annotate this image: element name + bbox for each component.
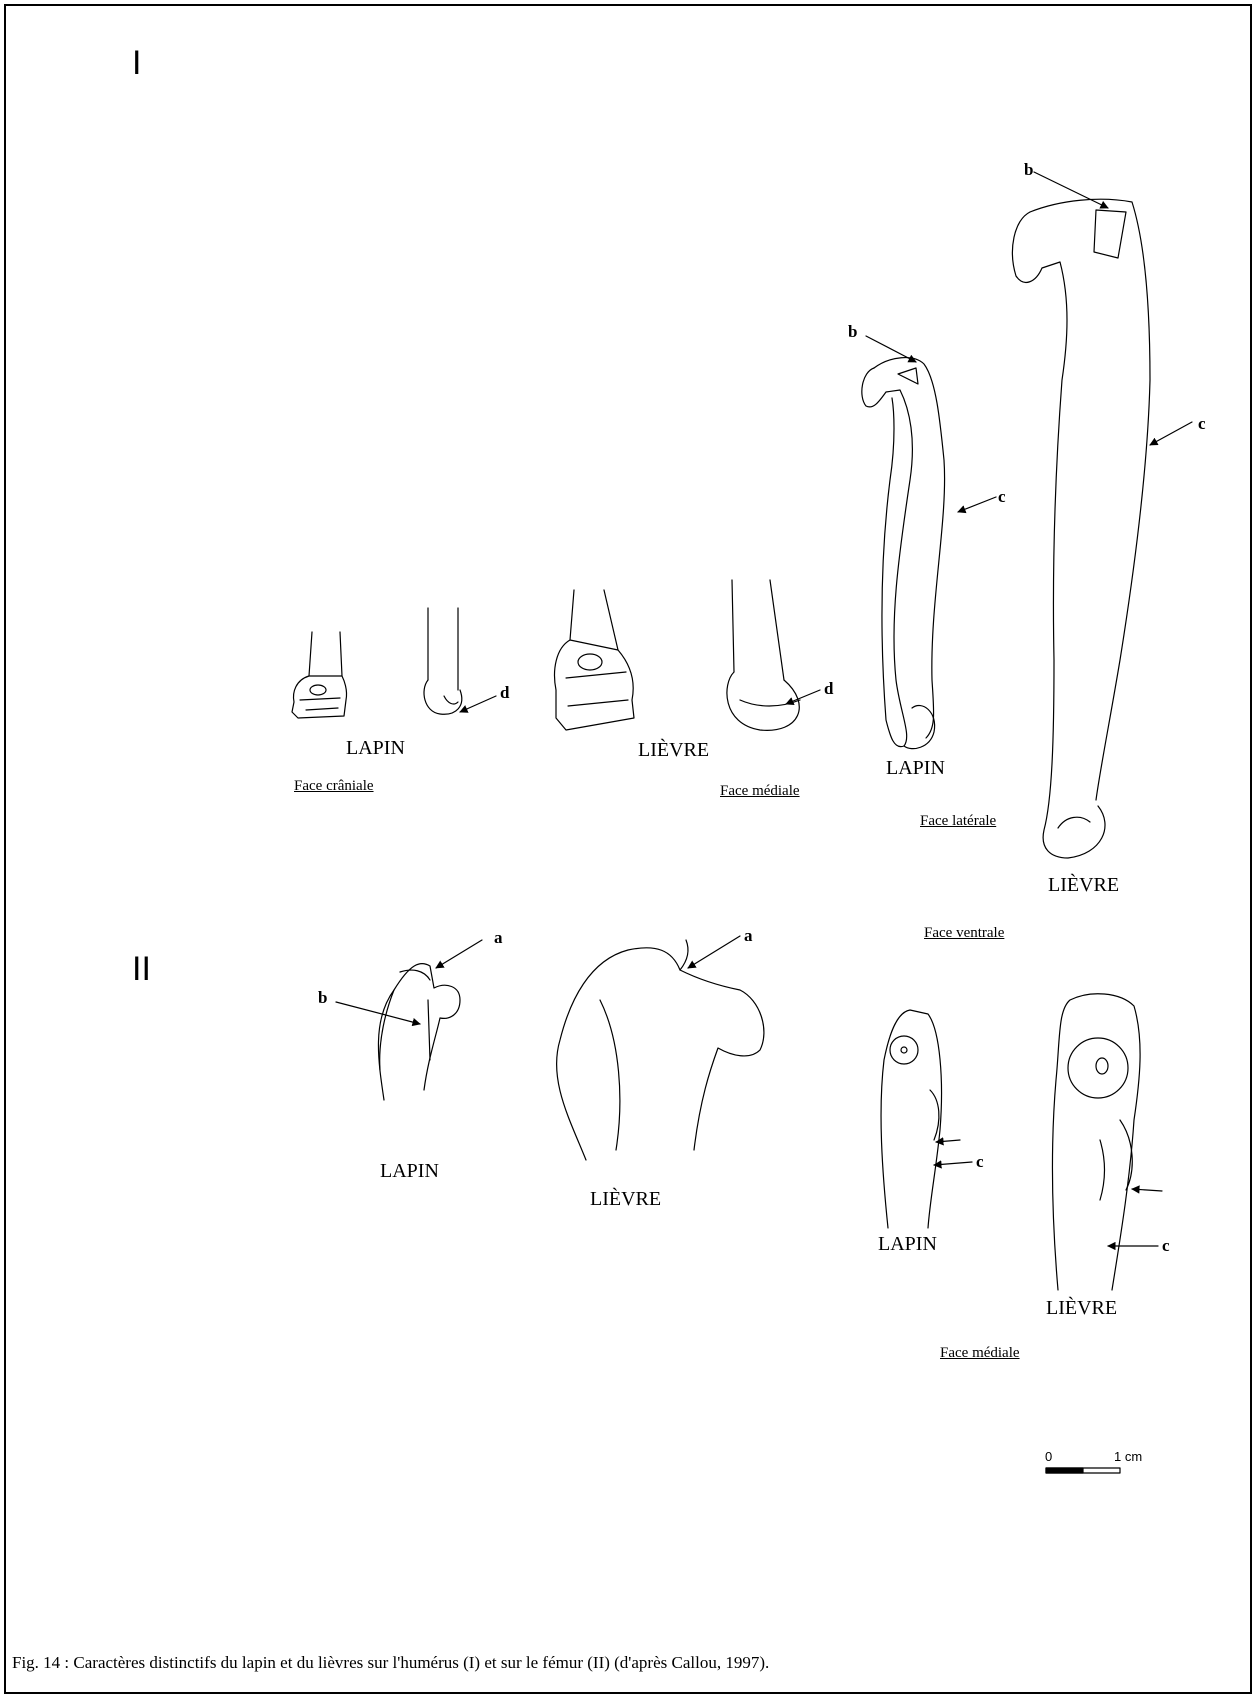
humerus-lievre-cranial-drawing (555, 590, 634, 730)
marker-a-lievre-femur: a (744, 926, 753, 946)
marker-b-lievre-humerus: b (1024, 160, 1033, 180)
marker-c-lievre-femur: c (1162, 1236, 1170, 1256)
label-humerus-lapin-lateral: LAPIN (886, 757, 945, 780)
humerus-lapin-lateral-drawing (862, 336, 996, 749)
humerus-lievre-ventral-drawing (1012, 172, 1192, 858)
label-femur-lievre-medial: LIÈVRE (1046, 1297, 1117, 1320)
figure-caption: Fig. 14 : Caractères distinctifs du lapi… (12, 1653, 769, 1673)
femur-lievre-medial-drawing (1052, 994, 1162, 1290)
humerus-lapin-cranial-drawing (292, 632, 347, 718)
label-femur-lapin-medial: LAPIN (878, 1233, 937, 1256)
face-mediale-humerus-caption: Face médiale (720, 783, 800, 800)
label-humerus-lievre-ventral: LIÈVRE (1048, 874, 1119, 897)
label-humerus-lievre-distal: LIÈVRE (638, 739, 709, 762)
marker-c-lapin-humerus: c (998, 487, 1006, 507)
face-laterale-caption: Face latérale (920, 813, 996, 830)
marker-b-lapin-humerus: b (848, 322, 857, 342)
label-humerus-lapin-distal: LAPIN (346, 737, 405, 760)
marker-b-lapin-femur: b (318, 988, 327, 1008)
scale-bar-zero: 0 (1045, 1449, 1052, 1464)
face-ventrale-caption: Face ventrale (924, 925, 1004, 942)
femur-lievre-proximal-drawing (557, 936, 764, 1160)
marker-d-lapin-humerus: d (500, 683, 509, 703)
humerus-lievre-medial-drawing (727, 580, 820, 730)
face-craniale-caption: Face crâniale (294, 778, 374, 795)
marker-c-lievre-humerus: c (1198, 414, 1206, 434)
marker-d-lievre-humerus: d (824, 679, 833, 699)
femur-lapin-proximal-drawing (336, 940, 482, 1100)
label-femur-lievre-proximal: LIÈVRE (590, 1188, 661, 1211)
humerus-lapin-medial-drawing (424, 608, 496, 714)
label-femur-lapin-proximal: LAPIN (380, 1160, 439, 1183)
marker-c-lapin-femur: c (976, 1152, 984, 1172)
scale-bar-drawing (1046, 1468, 1120, 1473)
face-mediale-femur-caption: Face médiale (940, 1345, 1020, 1362)
marker-a-lapin-femur: a (494, 928, 503, 948)
femur-lapin-medial-drawing (881, 1010, 972, 1228)
scale-bar-one-cm: 1 cm (1114, 1449, 1142, 1464)
